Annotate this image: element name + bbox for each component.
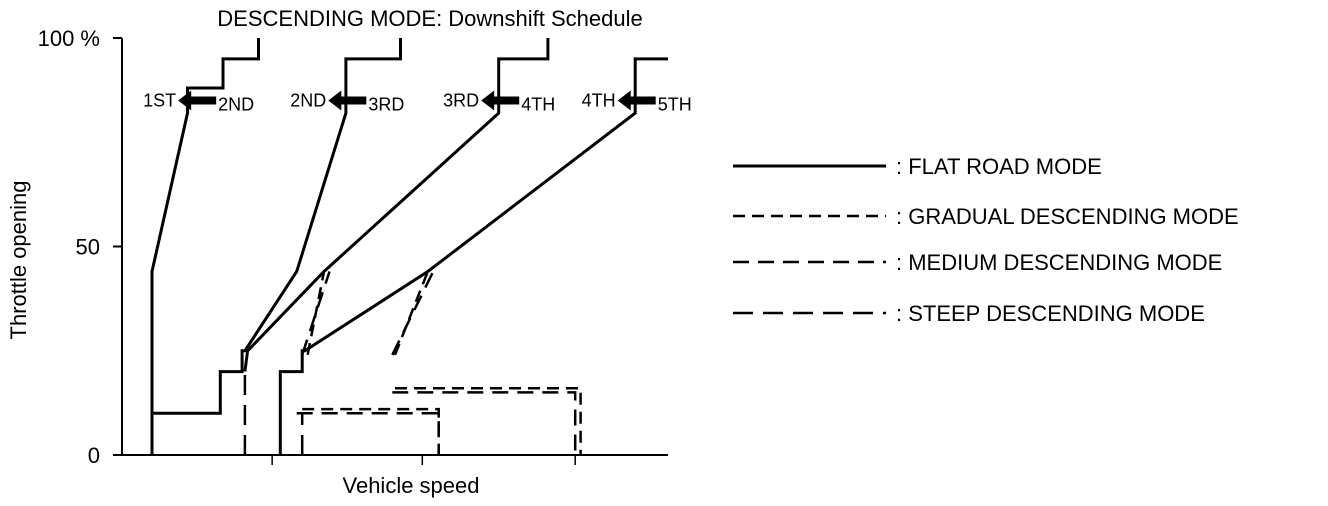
series-flat-line — [150, 38, 260, 455]
series-medium-line — [301, 271, 331, 356]
legend-label: : STEEP DESCENDING MODE — [896, 301, 1205, 326]
legend-label: : GRADUAL DESCENDING MODE — [896, 204, 1239, 229]
shift-to-label: 3RD — [443, 91, 479, 111]
shift-to-label: 2ND — [290, 91, 326, 111]
shift-to-label: 4TH — [582, 91, 616, 111]
x-ticks — [271, 455, 576, 465]
x-axis-label: Vehicle speed — [343, 473, 480, 498]
series-medium-line — [391, 270, 435, 356]
shift-arrows: 1ST 2ND 2ND 3RD 3RD 4TH 4TH 5TH — [143, 90, 692, 115]
shift-to-label: 1ST — [143, 91, 176, 111]
y-axis-label: Throttle opening — [6, 181, 31, 340]
shift-arrow — [617, 90, 656, 111]
y-tick-label: 0 — [88, 443, 100, 468]
y-ticks: 0 50 100 % — [38, 26, 122, 468]
series-flat-line — [243, 38, 550, 372]
series-gradual-line — [302, 407, 440, 455]
shift-arrow — [328, 90, 367, 111]
legend: : FLAT ROAD MODE : GRADUAL DESCENDING MOD… — [733, 154, 1239, 326]
series-gradual-line — [395, 387, 582, 455]
series-group — [150, 38, 668, 455]
series-medium-line — [296, 412, 440, 455]
series-flat-line — [152, 38, 402, 415]
series-gradual-line — [306, 271, 326, 356]
shift-from-label: 4TH — [521, 95, 555, 115]
legend-label: : MEDIUM DESCENDING MODE — [896, 250, 1222, 275]
shift-from-label: 3RD — [368, 95, 404, 115]
shift-arrow — [481, 90, 520, 111]
series-flat-line — [278, 57, 668, 455]
shift-from-label: 2ND — [218, 95, 254, 115]
legend-label: : FLAT ROAD MODE — [896, 154, 1102, 179]
shift-arrow — [178, 90, 217, 111]
shift-from-label: 5TH — [658, 95, 692, 115]
series-gradual-line — [393, 271, 429, 356]
chart-title: DESCENDING MODE: Downshift Schedule — [217, 6, 642, 31]
series-medium-line — [392, 391, 577, 455]
y-tick-label: 50 — [76, 235, 100, 260]
y-tick-label: 100 % — [38, 26, 100, 51]
